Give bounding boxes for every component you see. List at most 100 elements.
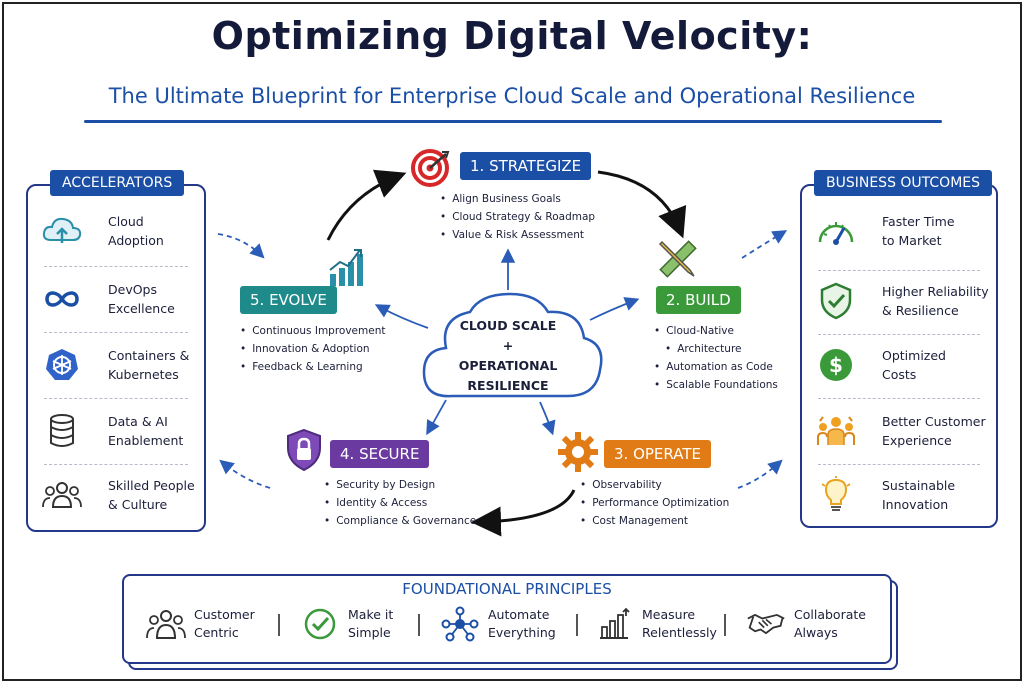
divider [818,270,980,271]
page-subtitle: The Ultimate Blueprint for Enterprise Cl… [108,84,916,108]
accelerator-line1: Skilled People [108,478,195,493]
bullet: Scalable Foundations [654,376,778,394]
bullet: Automation as Code [654,358,778,376]
principle-line2: Everything [488,625,556,640]
accelerator-line1: Data & AI [108,414,168,429]
outcome-line1: Higher Reliability [882,284,989,299]
principle-item: Make it Simple [300,604,393,644]
divider [818,464,980,465]
bullet: Feedback & Learning [240,358,385,376]
bar-chart-icon [594,606,634,642]
cloud-upload-icon [38,211,86,251]
outcome-line2: to Market [882,233,942,248]
stage-strategize-tag: 1. STRATEGIZE [460,152,592,180]
outcomes-tag: BUSINESS OUTCOMES [814,170,993,196]
principle-line1: Make it [348,607,394,622]
divider [44,332,188,333]
divider [44,266,188,267]
people-icon [38,475,86,515]
stage-evolve-bullets: Continuous Improvement Innovation & Adop… [240,322,385,376]
outcome-line2: Costs [882,367,917,382]
stage-strategize-bullets: Align Business Goals Cloud Strategy & Ro… [440,190,595,244]
checkmark-circle-icon [300,606,340,642]
bullet: Cloud-Native [654,322,778,340]
outcome-line2: Experience [882,433,952,448]
stage-build-bullets: Cloud-Native Architecture Automation as … [654,322,778,394]
outcome-line2: & Resilience [882,303,959,318]
center-line4: RESILIENCE [467,378,549,393]
divider [576,614,578,636]
lightbulb-icon [812,475,860,515]
principle-line1: Measure [642,607,696,622]
principle-line1: Collaborate [794,607,866,622]
growth-chart-icon [326,246,366,292]
shield-lock-icon [284,428,324,476]
customers-icon [146,606,186,642]
bullet: Performance Optimization [580,494,729,512]
bullet: Identity & Access [324,494,476,512]
center-cloud-label: CLOUD SCALE + OPERATIONAL RESILIENCE [420,316,596,396]
accelerator-item: Containers &Kubernetes [28,334,204,396]
outcome-item: Higher Reliability & Resilience [802,270,996,332]
divider [818,334,980,335]
bullet: Cloud Strategy & Roadmap [440,208,595,226]
foundation-title: FOUNDATIONAL PRINCIPLES [402,580,612,598]
stage-secure-tag: 4. SECURE [330,440,430,468]
bullet: Compliance & Governance [324,512,476,530]
accelerators-tag: ACCELERATORS [50,170,185,196]
pencil-ruler-icon [654,236,698,284]
center-line2: + [502,338,514,353]
bullet: Continuous Improvement [240,322,385,340]
outcome-line2: Innovation [882,497,949,512]
outcome-line1: Optimized [882,348,946,363]
divider [418,614,420,636]
outcome-line1: Faster Time [882,214,955,229]
bullet: Security by Design [324,476,476,494]
bullet-continuation: Architecture [665,340,778,358]
accelerator-line2: Adoption [108,233,164,248]
stage-build-tag: 2. BUILD [656,286,741,314]
infinity-icon [38,279,86,319]
divider [44,398,188,399]
dollar-coin-icon: $ [812,345,860,385]
kubernetes-wheel-icon [38,345,86,385]
outcome-line1: Better Customer [882,414,986,429]
principle-line1: Automate [488,607,550,622]
bullet: Value & Risk Assessment [440,226,595,244]
database-icon [38,411,86,451]
divider [278,614,280,636]
divider [818,398,980,399]
stage-secure-bullets: Security by Design Identity & Access Com… [324,476,476,530]
outcome-line1: Sustainable [882,478,956,493]
page-title: Optimizing Digital Velocity: [211,14,813,58]
accelerator-line2: Excellence [108,301,175,316]
accelerator-line2: & Culture [108,497,168,512]
gear-icon [556,430,600,478]
accelerator-line2: Kubernetes [108,367,179,382]
principle-line2: Centric [194,625,239,640]
speedometer-icon [812,211,860,251]
svg-text:$: $ [829,353,843,377]
principle-line2: Simple [348,625,391,640]
happy-customers-icon [812,411,860,451]
outcome-item: Faster Time to Market [802,200,996,262]
bullet: Innovation & Adoption [240,340,385,358]
outcomes-panel: Faster Time to Market Higher Reliability &… [800,184,998,528]
principle-line2: Always [794,625,838,640]
bullet: Observability [580,476,729,494]
center-line3: OPERATIONAL [458,358,558,373]
stage-operate-bullets: Observability Performance Optimization C… [580,476,729,530]
principle-line2: Relentlessly [642,625,717,640]
subtitle-underline [84,120,942,123]
stage-evolve-tag: 5. EVOLVE [240,286,337,314]
